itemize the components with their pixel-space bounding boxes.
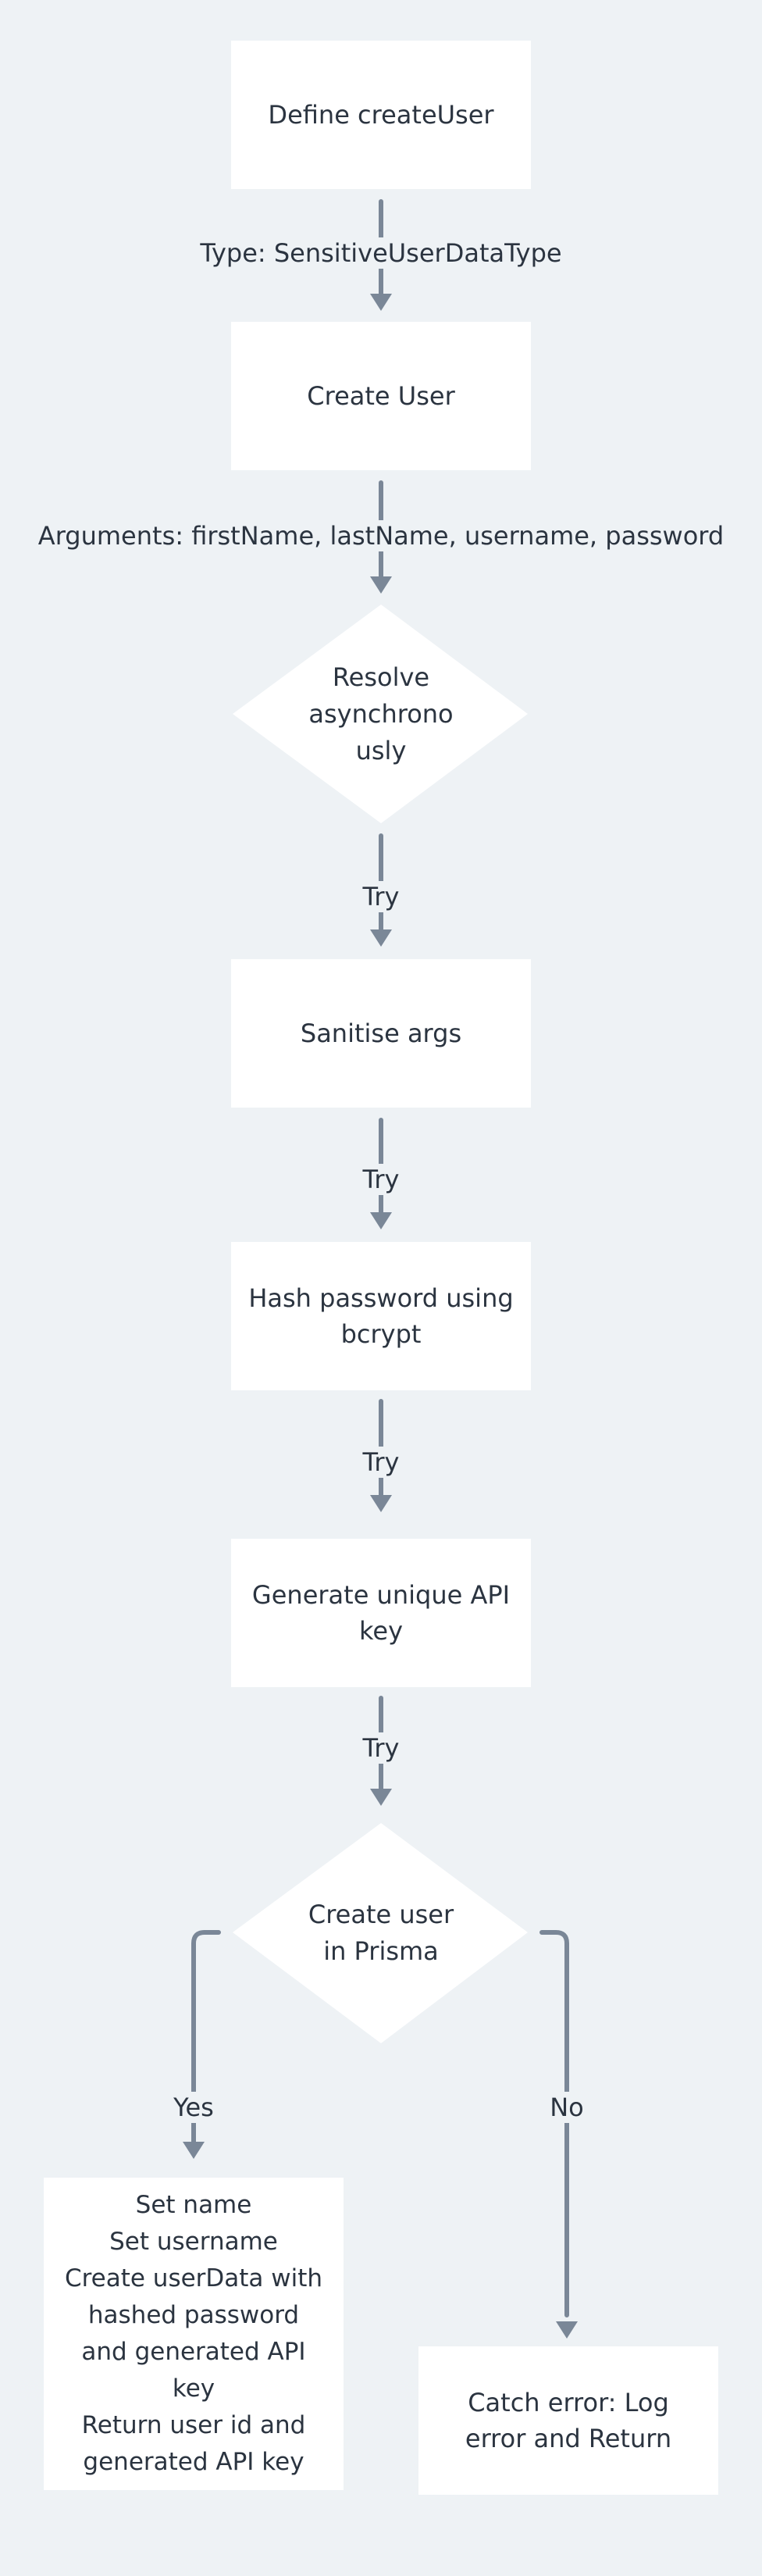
arrowhead-hash-to-generate <box>370 1495 392 1512</box>
label-create-user-in-prisma: Create user in Prisma <box>308 1900 454 1966</box>
node-sanitise-args: Sanitise args <box>231 959 531 1108</box>
node-hash-password: Hash password using bcrypt <box>231 1242 531 1390</box>
decision-create-user-in-prisma <box>233 1823 528 2043</box>
edge-label-yes: Yes <box>173 2092 214 2123</box>
edge-label-type: Type: SensitiveUserDataType <box>200 237 562 269</box>
node-create-user: Create User <box>231 322 531 470</box>
label-resolve-asynchronously: Resolve asynchrono usly <box>308 662 454 765</box>
arrowhead-define-to-create <box>370 294 392 311</box>
node-catch-error: Catch error: Log error and Return <box>418 2346 718 2495</box>
connector-prisma-no <box>539 1930 569 2317</box>
node-success-actions: Set name Set username Create userData wi… <box>44 2178 344 2490</box>
node-generate-api-key: Generate unique API key <box>231 1539 531 1687</box>
node-define-create-user: Define createUser <box>231 41 531 189</box>
edge-label-try-1: Try <box>362 881 400 912</box>
edge-label-arguments: Arguments: firstName, lastName, username… <box>37 520 725 551</box>
arrowhead-resolve-to-sanitise <box>370 929 392 947</box>
edge-label-try-2: Try <box>362 1164 400 1195</box>
arrowhead-prisma-yes <box>183 2142 205 2159</box>
connector-prisma-yes <box>191 1930 221 2152</box>
arrowhead-sanitise-to-hash <box>370 1212 392 1229</box>
decision-resolve-asynchronously <box>233 605 528 823</box>
arrowhead-generate-to-prisma <box>370 1789 392 1806</box>
edge-label-try-3: Try <box>362 1447 400 1478</box>
arrowhead-prisma-no <box>556 2321 578 2339</box>
edge-label-no: No <box>550 2092 584 2123</box>
edge-label-try-4: Try <box>362 1732 400 1764</box>
arrowhead-create-to-resolve <box>370 576 392 594</box>
